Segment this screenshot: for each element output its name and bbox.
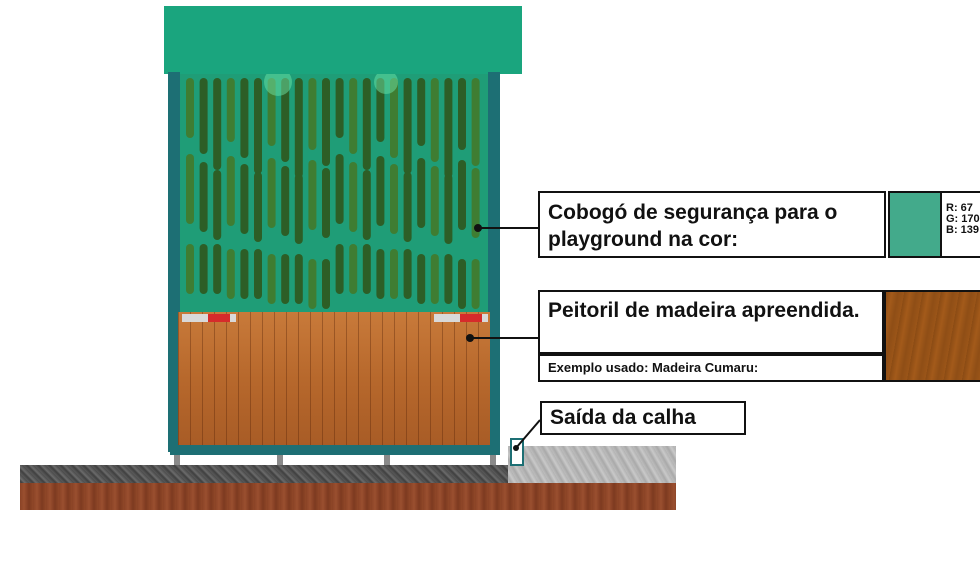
cobogo-slot: [376, 78, 385, 142]
cobogo-slot: [349, 162, 358, 232]
cobogo-slot: [254, 172, 262, 242]
cobogo-slot: [213, 170, 222, 240]
cobogo-slot: [281, 78, 290, 162]
rgb-g: G: 170: [946, 213, 980, 225]
wooden-sill: [178, 312, 490, 446]
cobogo-slot: [213, 244, 222, 294]
rgb-r: R: 67: [946, 202, 973, 214]
warning-strip-left-red: [208, 314, 230, 322]
gutter-outlet: [510, 438, 524, 466]
cobogo-slot: [390, 78, 398, 158]
cobogo-slot: [186, 78, 194, 138]
peitoril-label: Peitoril de madeira apreendida.: [538, 290, 884, 354]
cobogo-slot: [335, 244, 344, 294]
cobogo-slot: [349, 244, 358, 294]
rgb-values: R: 67 G: 170 B: 139: [942, 191, 980, 258]
cobogo-slot: [417, 78, 426, 146]
cobogo-slot: [308, 259, 317, 309]
cobogo-slot: [471, 259, 480, 309]
foot: [174, 455, 180, 465]
cobogo-slot: [213, 78, 222, 170]
cobogo-slots: [186, 78, 480, 309]
cobogo-slot: [226, 156, 235, 226]
cobogo-slot: [362, 170, 371, 240]
cobogo-slot: [294, 254, 303, 304]
cobogo-slot: [199, 244, 208, 294]
cobogo-slot: [322, 259, 330, 309]
cobogo-slot: [267, 158, 276, 228]
cobogo-slot: [458, 259, 466, 309]
cobogo-slot: [240, 249, 249, 299]
cobogo-pattern: [180, 74, 488, 314]
warning-strip-right-red: [460, 314, 482, 322]
cobogo-slot: [390, 164, 398, 234]
foot: [277, 455, 283, 465]
cobogo-slot: [308, 160, 317, 230]
cobogo-slot: [430, 78, 439, 162]
cobogo-slot: [362, 78, 371, 170]
cobogo-slot: [430, 254, 439, 304]
gravel-layer: [20, 465, 510, 485]
leader-dot-peitoril: [466, 334, 474, 342]
foot: [384, 455, 390, 465]
cobogo-slot: [294, 174, 303, 244]
cobogo-slot: [471, 168, 480, 238]
cobogo-slot: [226, 78, 235, 142]
cobogo-slot: [458, 160, 466, 230]
leader-dot-saida: [513, 445, 519, 451]
rgb-b: B: 139: [946, 224, 980, 236]
soil-layer: [20, 483, 676, 510]
cobogo-slot: [308, 78, 317, 150]
cobogo-slot: [199, 78, 208, 154]
gutter-outlet-label: Saída da calha: [540, 401, 746, 435]
sidewalk-curb: [508, 446, 676, 483]
cobogo-slot: [390, 249, 398, 299]
wood-sample-swatch: [884, 290, 980, 382]
example-wood-label: Exemplo usado: Madeira Cumaru:: [538, 354, 884, 382]
cobogo-slot: [403, 78, 412, 174]
cobogo-slot: [322, 78, 330, 166]
cobogo-slot: [376, 156, 385, 226]
green-color-swatch: [888, 191, 942, 258]
leader-line-saida: [515, 419, 541, 449]
cobogo-slot: [403, 172, 412, 242]
cobogo-slot: [294, 78, 303, 178]
cobogo-slot: [186, 154, 194, 224]
cobogo-slot: [362, 244, 371, 294]
cobogo-slot: [417, 254, 426, 304]
cobogo-slot: [349, 78, 358, 154]
cobogo-slot: [471, 78, 480, 166]
cobogo-slot: [267, 254, 276, 304]
roof: [164, 6, 522, 74]
cobogo-slot: [199, 162, 208, 232]
cobogo-slot: [417, 158, 426, 228]
cobogo-slot: [444, 78, 453, 178]
cobogo-slot: [254, 249, 262, 299]
cobogo-slot: [281, 254, 290, 304]
cobogo-slot: [186, 244, 194, 294]
cobogo-panel: [180, 74, 488, 314]
cobogo-slot: [444, 254, 453, 304]
cobogo-slot: [430, 166, 439, 236]
cobogo-slot: [403, 249, 412, 299]
cobogo-slot: [376, 249, 385, 299]
left-post: [168, 72, 180, 452]
right-post: [488, 72, 500, 452]
cobogo-slot: [458, 78, 466, 150]
cobogo-slot: [240, 78, 249, 158]
cobogo-slot: [254, 78, 262, 174]
cobogo-slot: [322, 168, 330, 238]
cobogo-slot: [281, 166, 290, 236]
cobogo-slot: [226, 249, 235, 299]
foot: [490, 455, 496, 465]
cobogo-slot: [335, 78, 344, 138]
leader-dot-cobogo: [474, 224, 482, 232]
cobogo-slot: [444, 174, 453, 244]
cobogo-label: Cobogó de segurança para o playground na…: [538, 191, 886, 258]
base-beam: [170, 445, 500, 455]
cobogo-slot: [240, 164, 249, 234]
cobogo-slot: [335, 154, 344, 224]
